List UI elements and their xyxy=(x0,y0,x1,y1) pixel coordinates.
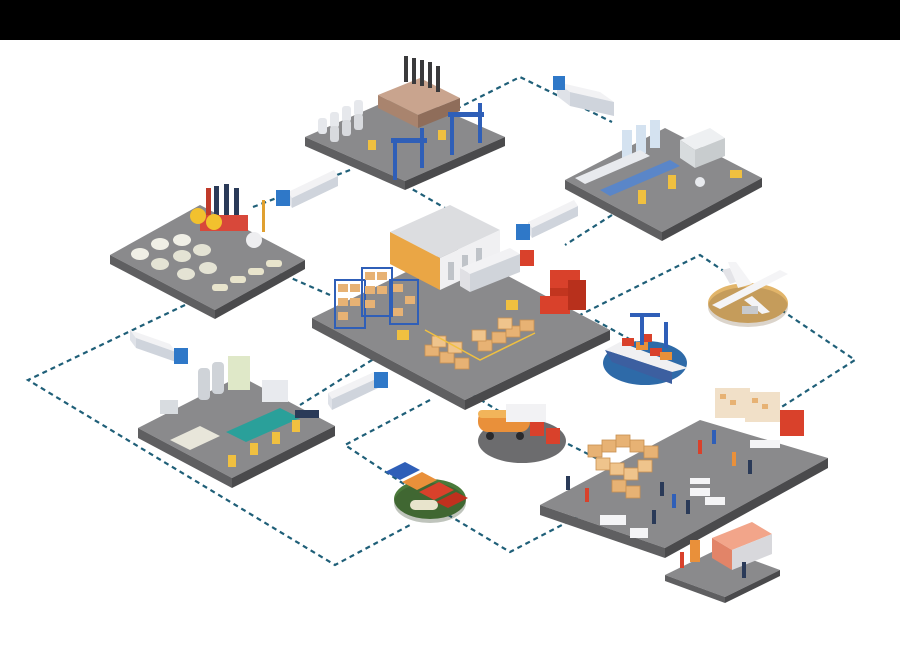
assembly-line-icon xyxy=(575,120,742,204)
forklift-icon xyxy=(506,300,518,310)
warehouse-platform-left xyxy=(312,318,465,410)
machinery-icon xyxy=(160,356,319,467)
retail-store-node xyxy=(540,388,828,558)
delivery-platform-right xyxy=(725,570,780,603)
delivery-van-icon xyxy=(680,522,772,578)
production-platform-left xyxy=(138,428,232,488)
box-piles xyxy=(424,317,535,370)
store-icon xyxy=(566,388,804,538)
factory-icon xyxy=(318,56,484,180)
truck-icon xyxy=(328,372,388,410)
truck-icon xyxy=(276,170,338,208)
refinery-platform-left xyxy=(110,255,215,319)
production-platform-right xyxy=(232,426,335,488)
refinery-node xyxy=(110,184,305,319)
production-platform-top xyxy=(138,376,335,478)
top-black-bar xyxy=(0,0,900,40)
store-platform-left xyxy=(540,505,665,558)
shipping-containers xyxy=(540,270,586,314)
seaport-node xyxy=(603,313,688,385)
packaging-platform-left xyxy=(565,180,662,241)
packaging-plant-node xyxy=(565,120,762,241)
truck-icon xyxy=(516,200,578,240)
connection-factory-warehouse xyxy=(404,184,446,209)
central-warehouse-node xyxy=(312,205,610,410)
factory-platform-left xyxy=(305,137,405,190)
delivery-platform-left xyxy=(665,575,725,603)
store-platform-right xyxy=(665,458,828,558)
warehouse-platform-right xyxy=(465,330,610,410)
stacked-boxes xyxy=(587,434,659,499)
production-plant-node xyxy=(138,356,335,488)
last-mile-node xyxy=(665,522,780,603)
truck-icon xyxy=(130,330,188,364)
warehouse-icon xyxy=(334,205,586,370)
tanker-depot-node xyxy=(478,404,566,463)
railway-node xyxy=(385,462,468,523)
freight-train-icon xyxy=(385,462,468,510)
connection-warehouse-airport-loop xyxy=(569,253,857,409)
connection-packaging-warehouse xyxy=(564,214,613,246)
cargo-ship-icon xyxy=(605,334,688,384)
factory-platform-right xyxy=(405,137,505,190)
connection-outer-loop xyxy=(25,304,411,567)
packaging-platform-right xyxy=(662,178,762,241)
port-crane-icon xyxy=(630,313,668,348)
refinery-platform-top xyxy=(110,205,305,310)
docked-truck xyxy=(460,248,534,292)
factory-node xyxy=(305,56,505,190)
airplane-icon xyxy=(712,262,788,314)
forklift-icon xyxy=(397,330,409,340)
truck-icon xyxy=(553,76,614,116)
storage-racks xyxy=(334,267,419,329)
refinery-icon xyxy=(131,184,282,291)
packaging-platform-top xyxy=(565,128,762,232)
truck-icon xyxy=(506,404,560,444)
airport-node xyxy=(708,262,788,327)
people xyxy=(566,430,752,524)
refinery-platform-right xyxy=(215,260,305,319)
connection-warehouse-production xyxy=(299,354,381,406)
